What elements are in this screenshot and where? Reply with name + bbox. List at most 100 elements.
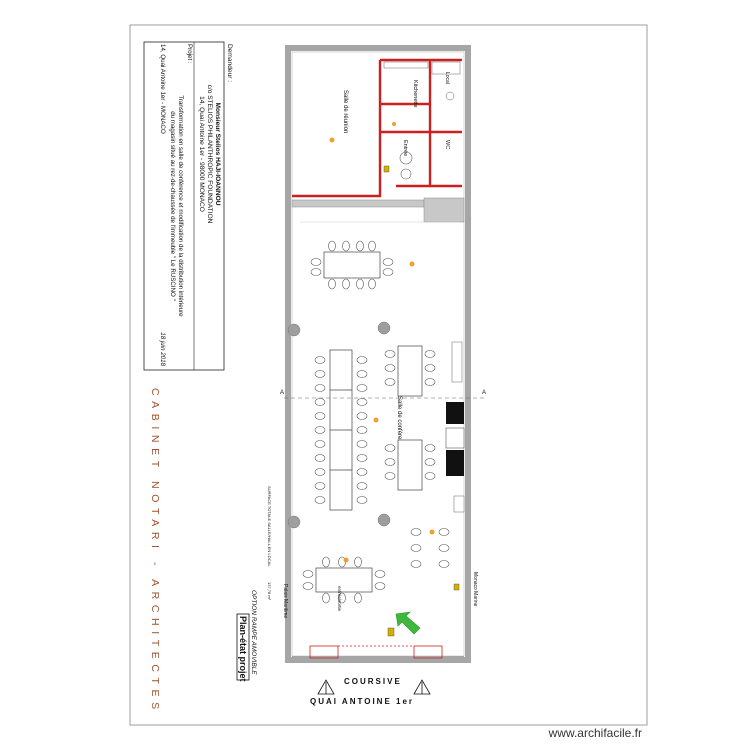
chair	[356, 356, 368, 364]
fire-extinguishers	[383, 165, 460, 637]
chair	[438, 528, 450, 536]
room-storage-label: Local	[444, 72, 450, 84]
chair	[310, 258, 322, 266]
chair	[314, 356, 326, 364]
surface-value: 137,78 m²	[267, 582, 272, 601]
chair	[314, 426, 326, 434]
project-date: 18 juin 2018	[159, 332, 166, 366]
chair	[328, 240, 336, 252]
chair	[424, 472, 436, 480]
new-walls	[292, 58, 462, 198]
chair	[356, 412, 368, 420]
entrance-area	[309, 645, 443, 659]
chair	[374, 570, 386, 578]
chair	[314, 370, 326, 378]
chair	[356, 278, 364, 290]
chair	[356, 496, 368, 504]
chair	[356, 454, 368, 462]
chair	[368, 240, 376, 252]
room-reunion-label: Salle de réunion	[342, 90, 348, 133]
ramp-symbols	[317, 679, 431, 695]
chair	[424, 444, 436, 452]
neighbour-left: Palais Maritime	[282, 584, 288, 618]
chairs	[302, 240, 450, 604]
client-address: 14, Quai Antoine 1er - 98000 MONACO	[198, 96, 205, 212]
chair	[356, 384, 368, 392]
chair	[314, 496, 326, 504]
chair	[314, 398, 326, 406]
watermark: www.archifacile.fr	[548, 726, 642, 740]
client-org: c/o STELIOS PHILANTHROPIC FOUNDATION	[206, 85, 213, 224]
chair	[410, 528, 422, 536]
client-name: Monsieur Stelios HAJI-IOANNOU	[214, 103, 221, 206]
chair	[322, 556, 330, 568]
drawing-title: Plan-état projet	[238, 616, 248, 682]
chair	[342, 278, 350, 290]
chair	[314, 468, 326, 476]
chair	[356, 482, 368, 490]
room-conference-label: Salle de conférence	[396, 396, 402, 450]
room-wc-label: WC	[444, 140, 450, 149]
chair	[410, 560, 422, 568]
columns	[287, 321, 391, 529]
chair	[302, 570, 314, 578]
chair	[424, 364, 436, 372]
section-mark-right: A	[482, 390, 486, 396]
chair	[384, 444, 396, 452]
black-cabinets	[445, 341, 465, 513]
chair	[314, 482, 326, 490]
chair	[354, 556, 362, 568]
chair	[382, 258, 394, 266]
neighbour-right: Monaco Marine	[472, 572, 478, 607]
architect-name: CABINET NOTARI - ARCHITECTES	[149, 388, 161, 715]
chair	[342, 240, 350, 252]
street-label-coursive: COURSIVE	[344, 677, 402, 686]
chair	[424, 458, 436, 466]
partition-wall-top	[291, 199, 425, 208]
chair	[384, 350, 396, 358]
room-kitchen-label: Kitchenette	[412, 80, 418, 108]
chair	[356, 440, 368, 448]
chair	[338, 592, 346, 604]
chair	[356, 370, 368, 378]
chair	[314, 440, 326, 448]
chair	[384, 458, 396, 466]
demandeur-label: Demandeur :	[226, 44, 233, 82]
chair	[384, 472, 396, 480]
street-label-quai: QUAI ANTOINE 1er	[310, 697, 414, 706]
chair	[438, 544, 450, 552]
chair	[356, 398, 368, 406]
chair	[314, 412, 326, 420]
chair	[384, 378, 396, 386]
svg-text:entrée/sortie: entrée/sortie	[337, 586, 342, 612]
chair	[322, 592, 330, 604]
plants	[329, 122, 435, 563]
chair	[438, 560, 450, 568]
chair	[410, 544, 422, 552]
section-mark-left: A	[280, 390, 284, 396]
chair	[382, 268, 394, 276]
chair	[354, 592, 362, 604]
chair	[384, 364, 396, 372]
chair	[314, 384, 326, 392]
title-block: Demandeur : Monsieur Stelios HAJI-IOANNO…	[143, 41, 233, 371]
floor-plan: Salle de réunion Kitchenette Entrée WC L…	[280, 45, 486, 695]
chair	[314, 454, 326, 462]
chair	[424, 378, 436, 386]
chair	[368, 278, 376, 290]
projet-line-1: Transformation en salle de conférence et…	[177, 95, 184, 317]
chair	[302, 582, 314, 590]
entry-arrow	[395, 611, 421, 635]
chair	[424, 350, 436, 358]
drawing-option: OPTION RAMPE AMOVIBLE	[250, 590, 257, 675]
room-entry-label: Entrée	[402, 140, 408, 156]
chair	[356, 426, 368, 434]
chair	[310, 268, 322, 276]
projet-line-2: du magasin situé au rez-de-chaussée de l…	[169, 111, 176, 301]
chair	[374, 582, 386, 590]
surface-label: SURFACE TOTALE SALLE/HALL EN LOCAL	[267, 486, 272, 567]
chair	[328, 278, 336, 290]
tables	[315, 251, 423, 593]
projet-label: Projet :	[186, 44, 193, 64]
